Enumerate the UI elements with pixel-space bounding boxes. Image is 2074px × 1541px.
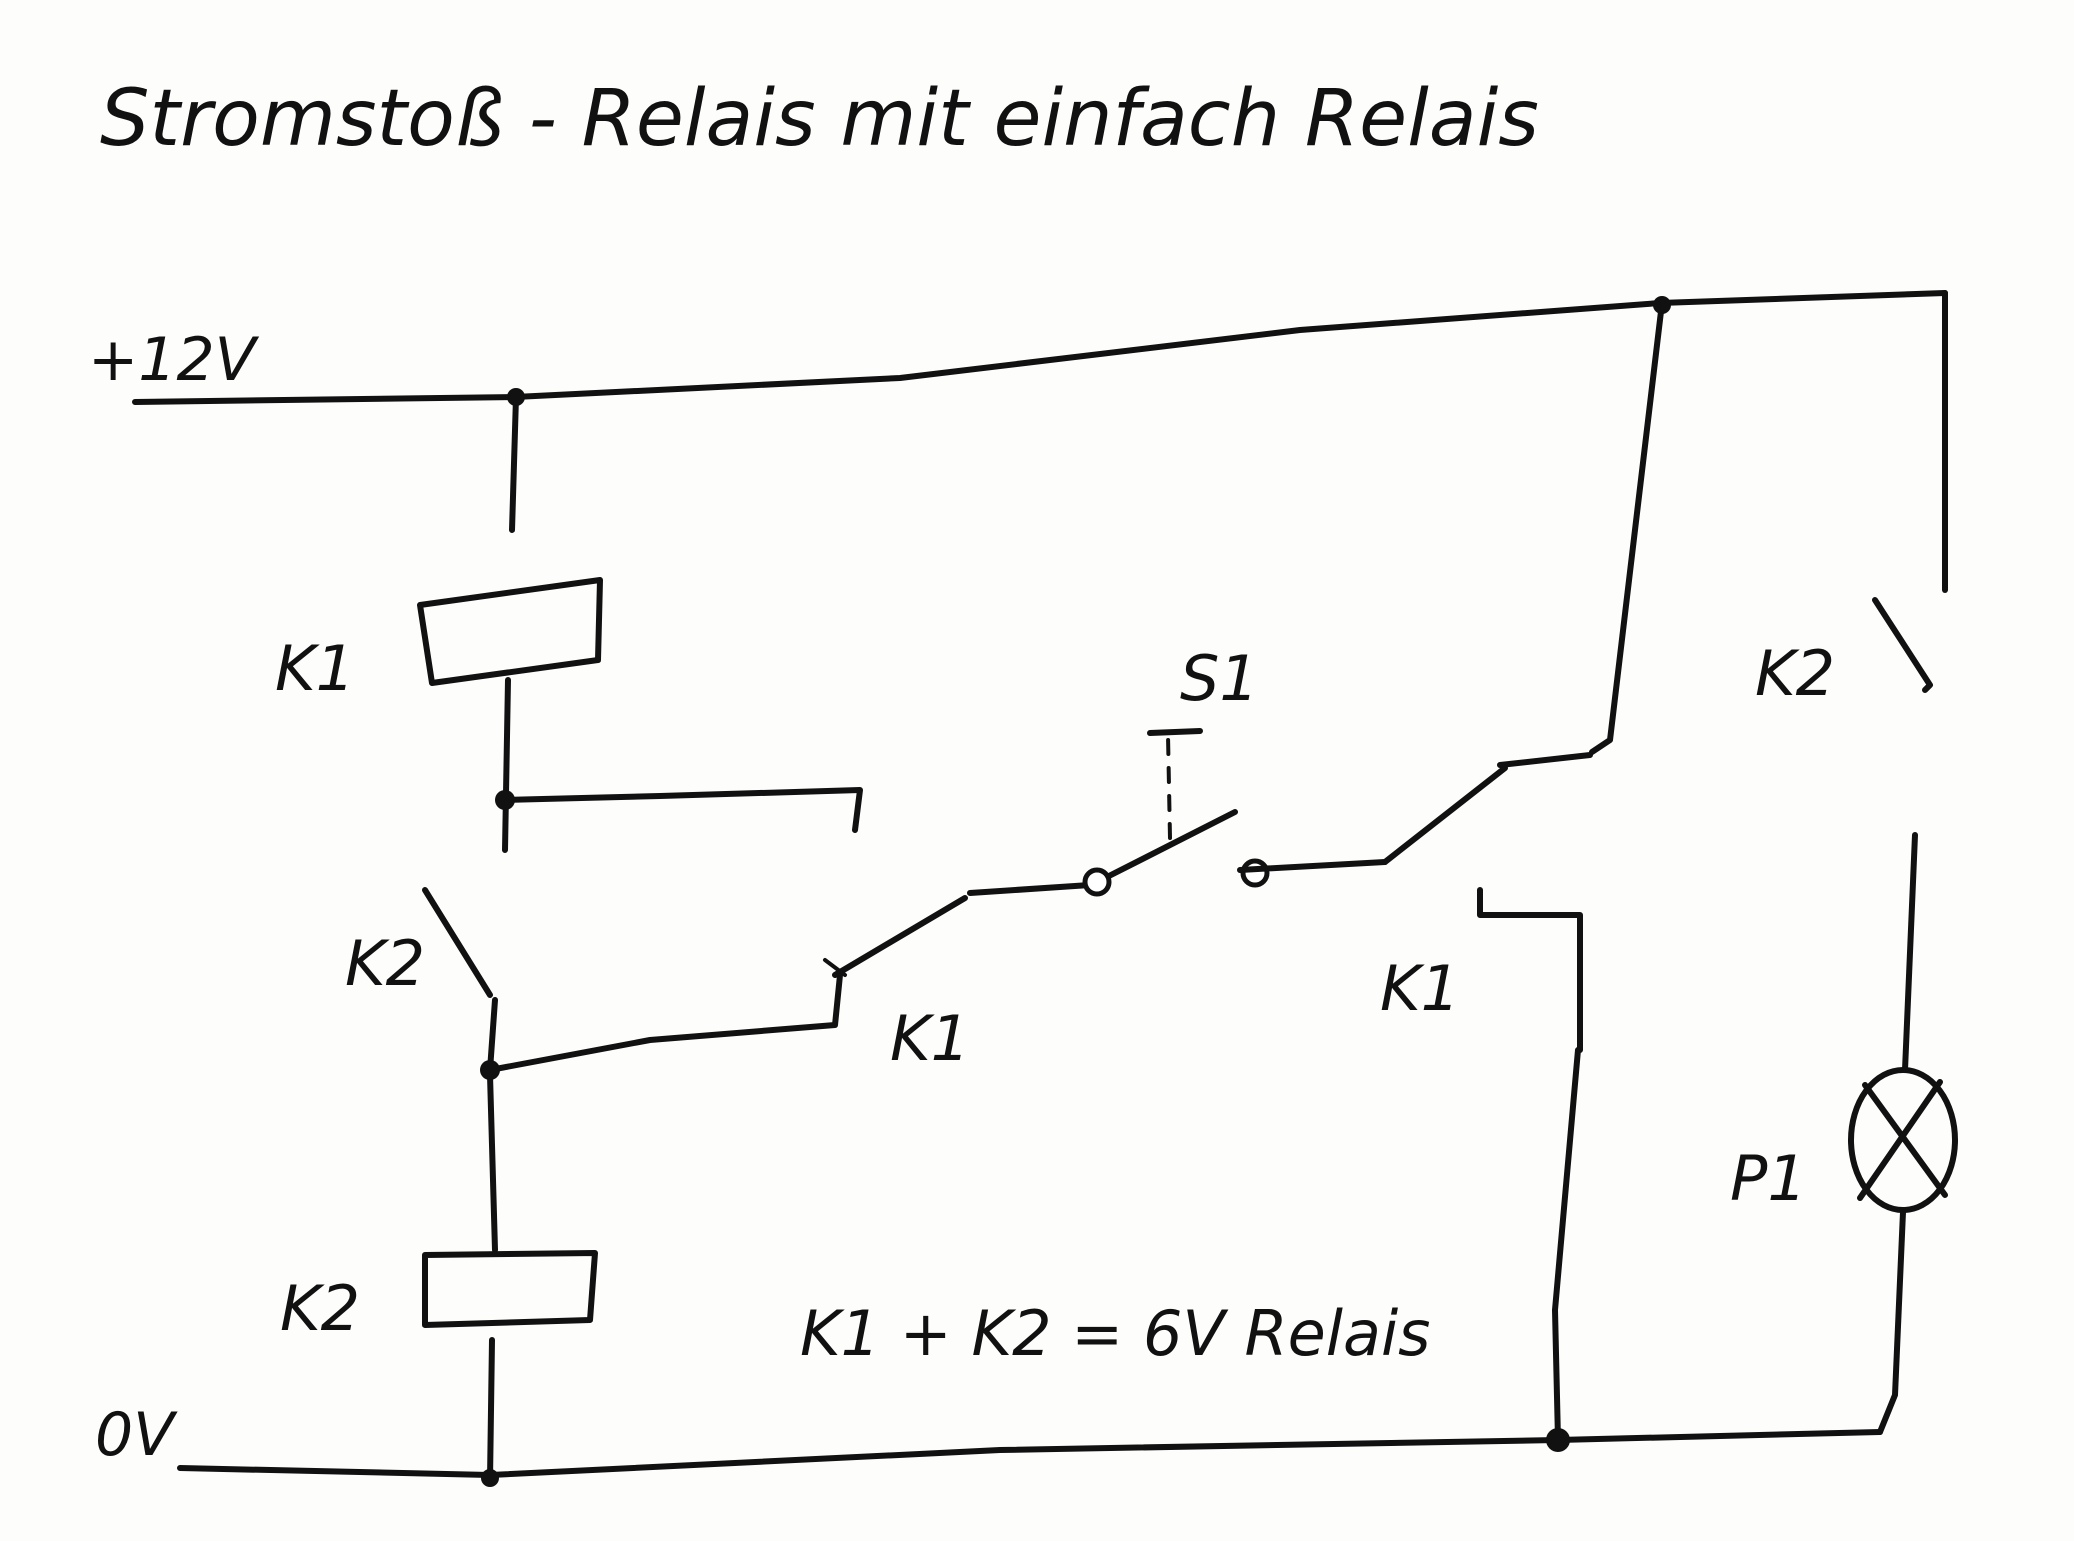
coil-k2 [422, 1250, 598, 1328]
contact-k1-right [1382, 752, 1593, 1053]
ground-rail-label: 0V [95, 1400, 178, 1470]
junction-dots [480, 296, 1671, 1487]
contact-k2-right [1872, 597, 1933, 693]
coil-k1 [417, 577, 603, 686]
ground-rail [177, 1429, 1883, 1478]
coil-k1-label: K1 [275, 632, 355, 705]
contact-k1-right-label: K1 [1380, 952, 1460, 1025]
contact-k2-left-label: K2 [345, 927, 425, 1000]
contact-k2-left [422, 887, 493, 998]
s1-feed-wire [967, 882, 1093, 896]
relay-note: K1 + K2 = 6V Relais [800, 1297, 1430, 1370]
switch-s1-label: S1 [1180, 642, 1259, 715]
junction-dot [1546, 1428, 1570, 1452]
lamp-p1-label: P1 [1730, 1142, 1807, 1215]
s1-output-wire [1237, 859, 1388, 873]
k1-coil-tap-wire [502, 787, 863, 833]
positive-rail [132, 290, 1948, 405]
coil-k2-label: K2 [280, 1272, 360, 1345]
junction-dot [481, 1469, 499, 1487]
diagram-title: Stromstoß - Relais mit einfach Relais [100, 74, 1539, 164]
lamp-ground-wire [1877, 1209, 1906, 1435]
lamp-p1 [1848, 1067, 1958, 1213]
k1-right-ground-wire [1552, 1047, 1581, 1443]
contact-k2-right-label: K2 [1755, 637, 1835, 710]
contact-k1-center-label: K1 [890, 1002, 970, 1075]
junction-dot [495, 790, 515, 810]
positive-rail-label: +12V [88, 325, 260, 395]
k1-right-supply-wire [1589, 300, 1665, 755]
k1-center-feed-wire [487, 972, 843, 1073]
far-right-branch-wire [1902, 290, 1948, 1073]
junction-dot [480, 1060, 500, 1080]
junction-dot [1653, 296, 1671, 314]
left-branch-wire [487, 394, 519, 1483]
junction-dot [507, 388, 525, 406]
contact-k1-center [823, 895, 968, 978]
